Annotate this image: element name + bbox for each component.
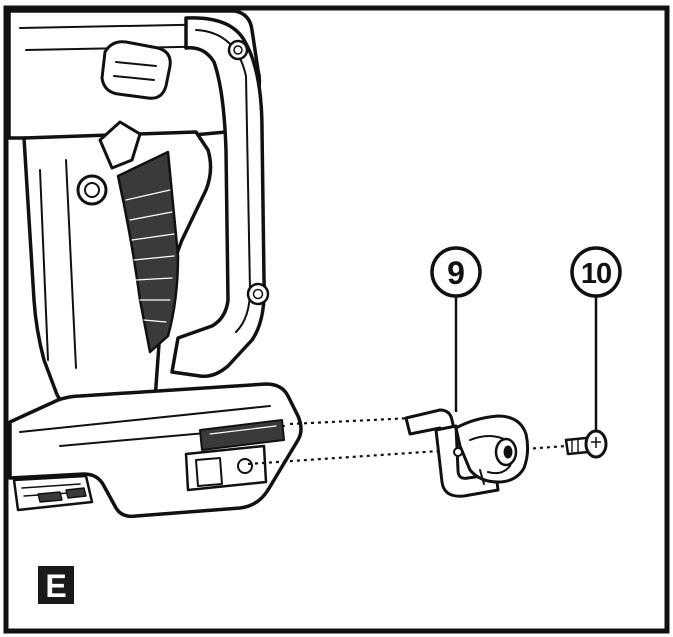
mounting-screw-icon <box>564 429 608 459</box>
wall-mount-bracket-icon <box>404 408 530 498</box>
callout-9-label: 9 <box>447 255 465 291</box>
callout-10-label: 10 <box>581 258 611 290</box>
panel-label: E <box>38 566 74 604</box>
callout-10-circle <box>570 246 622 298</box>
panel-label-box <box>38 566 74 604</box>
callout-10: 10 <box>570 246 622 298</box>
callout-9-circle <box>430 246 482 298</box>
panel-label-text: E <box>45 568 66 604</box>
callout-9: 9 <box>430 246 482 298</box>
power-tool-icon <box>7 9 303 519</box>
